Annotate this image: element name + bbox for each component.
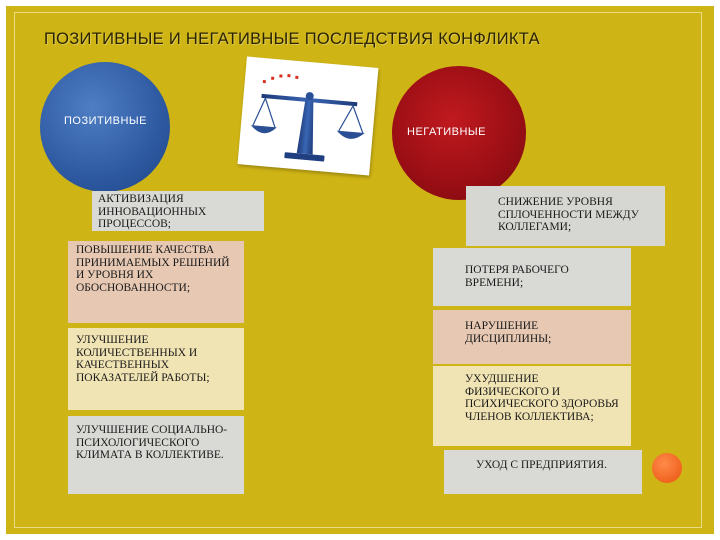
negative-item-1-text: СНИЖЕНИЕ УРОВНЯ СПЛОЧЕННОСТИ МЕЖДУ КОЛЛЕ… — [498, 196, 639, 233]
slide-title: ПОЗИТИВНЫЕ И НЕГАТИВНЫЕ ПОСЛЕДСТВИЯ КОНФ… — [44, 30, 684, 49]
negative-item-1: СНИЖЕНИЕ УРОВНЯ СПЛОЧЕННОСТИ МЕЖДУ КОЛЛЕ… — [466, 186, 665, 246]
positive-item-4: УЛУЧШЕНИЕ СОЦИАЛЬНО-ПСИХОЛОГИЧЕСКОГО КЛИ… — [68, 416, 244, 494]
negative-item-5-text: УХОД С ПРЕДПРИЯТИЯ. — [476, 459, 607, 471]
scales-of-justice-icon — [238, 56, 379, 175]
negative-label: НЕГАТИВНЫЕ — [407, 126, 486, 138]
positive-item-2-text: ПОВЫШЕНИЕ КАЧЕСТВА ПРИНИМАЕМЫХ РЕШЕНИЙ И… — [76, 244, 230, 294]
positive-item-1-text: АКТИВИЗАЦИЯ ИННОВАЦИОННЫХ ПРОЦЕССОВ; — [98, 193, 206, 230]
positive-item-2: ПОВЫШЕНИЕ КАЧЕСТВА ПРИНИМАЕМЫХ РЕШЕНИЙ И… — [68, 241, 244, 323]
positive-item-1: АКТИВИЗАЦИЯ ИННОВАЦИОННЫХ ПРОЦЕССОВ; — [92, 191, 264, 231]
positive-label: ПОЗИТИВНЫЕ — [64, 115, 147, 127]
scales-picture — [238, 56, 379, 175]
negative-item-5: УХОД С ПРЕДПРИЯТИЯ. — [444, 450, 642, 494]
positive-circle — [40, 62, 170, 192]
negative-item-4-text: УХУДШЕНИЕ ФИЗИЧЕСКОГО И ПСИХИЧЕСКОГО ЗДО… — [465, 373, 619, 423]
negative-item-2-text: ПОТЕРЯ РАБОЧЕГО ВРЕМЕНИ; — [465, 264, 569, 289]
negative-item-3: НАРУШЕНИЕ ДИСЦИПЛИНЫ; — [433, 310, 631, 364]
accent-dot — [652, 453, 682, 483]
positive-item-3: УЛУЧШЕНИЕ КОЛИЧЕСТВЕННЫХ И КАЧЕСТВЕННЫХ … — [68, 328, 244, 410]
positive-item-3-text: УЛУЧШЕНИЕ КОЛИЧЕСТВЕННЫХ И КАЧЕСТВЕННЫХ … — [76, 334, 210, 384]
negative-item-4: УХУДШЕНИЕ ФИЗИЧЕСКОГО И ПСИХИЧЕСКОГО ЗДО… — [433, 366, 631, 446]
positive-item-4-text: УЛУЧШЕНИЕ СОЦИАЛЬНО-ПСИХОЛОГИЧЕСКОГО КЛИ… — [76, 424, 227, 461]
negative-item-2: ПОТЕРЯ РАБОЧЕГО ВРЕМЕНИ; — [433, 248, 631, 306]
negative-item-3-text: НАРУШЕНИЕ ДИСЦИПЛИНЫ; — [465, 320, 551, 345]
